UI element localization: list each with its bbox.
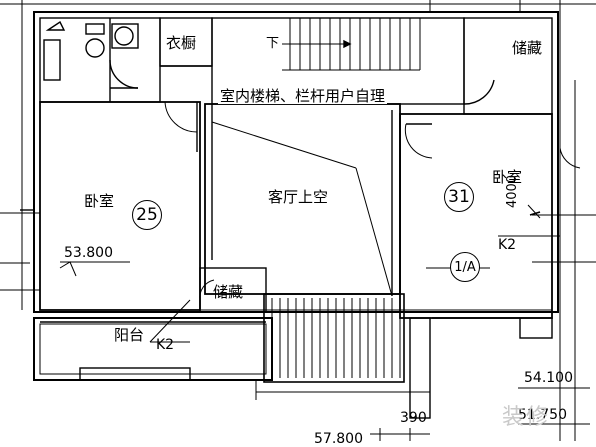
room-label-bedroom-left: 卧室 <box>84 192 115 210</box>
room-label-bedroom-right: 卧室 <box>492 168 523 186</box>
elevation-floor-left: 53.800 <box>64 245 113 261</box>
elevation-bottom-cut: 57.800 <box>314 431 363 447</box>
area-marker-left: 25 <box>132 200 162 230</box>
room-label-balcony: 阳台 <box>114 326 145 344</box>
elevation-right-lower: 51.750 <box>518 407 567 423</box>
room-label-storage-top-right: 储藏 <box>512 39 543 57</box>
window-tag-right: K2 <box>498 237 517 253</box>
window-tag-balcony: K2 <box>156 337 175 353</box>
room-label-storage-mid: 储藏 <box>213 283 244 301</box>
watermark: 装修 <box>501 405 550 430</box>
dimension-vertical: 4000 <box>505 174 520 208</box>
dimension-390: 390 <box>400 410 427 426</box>
room-label-living-void: 客厅上空 <box>268 188 329 206</box>
elevation-right-upper: 54.100 <box>524 370 573 386</box>
area-marker-right: 31 <box>444 182 474 212</box>
room-label-wardrobe: 衣橱 <box>166 34 197 52</box>
stair-down-label: 下 <box>266 36 280 51</box>
stair-note-label: 室内楼梯、栏杆用户自理 <box>218 87 388 105</box>
section-marker: 1/A <box>450 252 480 282</box>
